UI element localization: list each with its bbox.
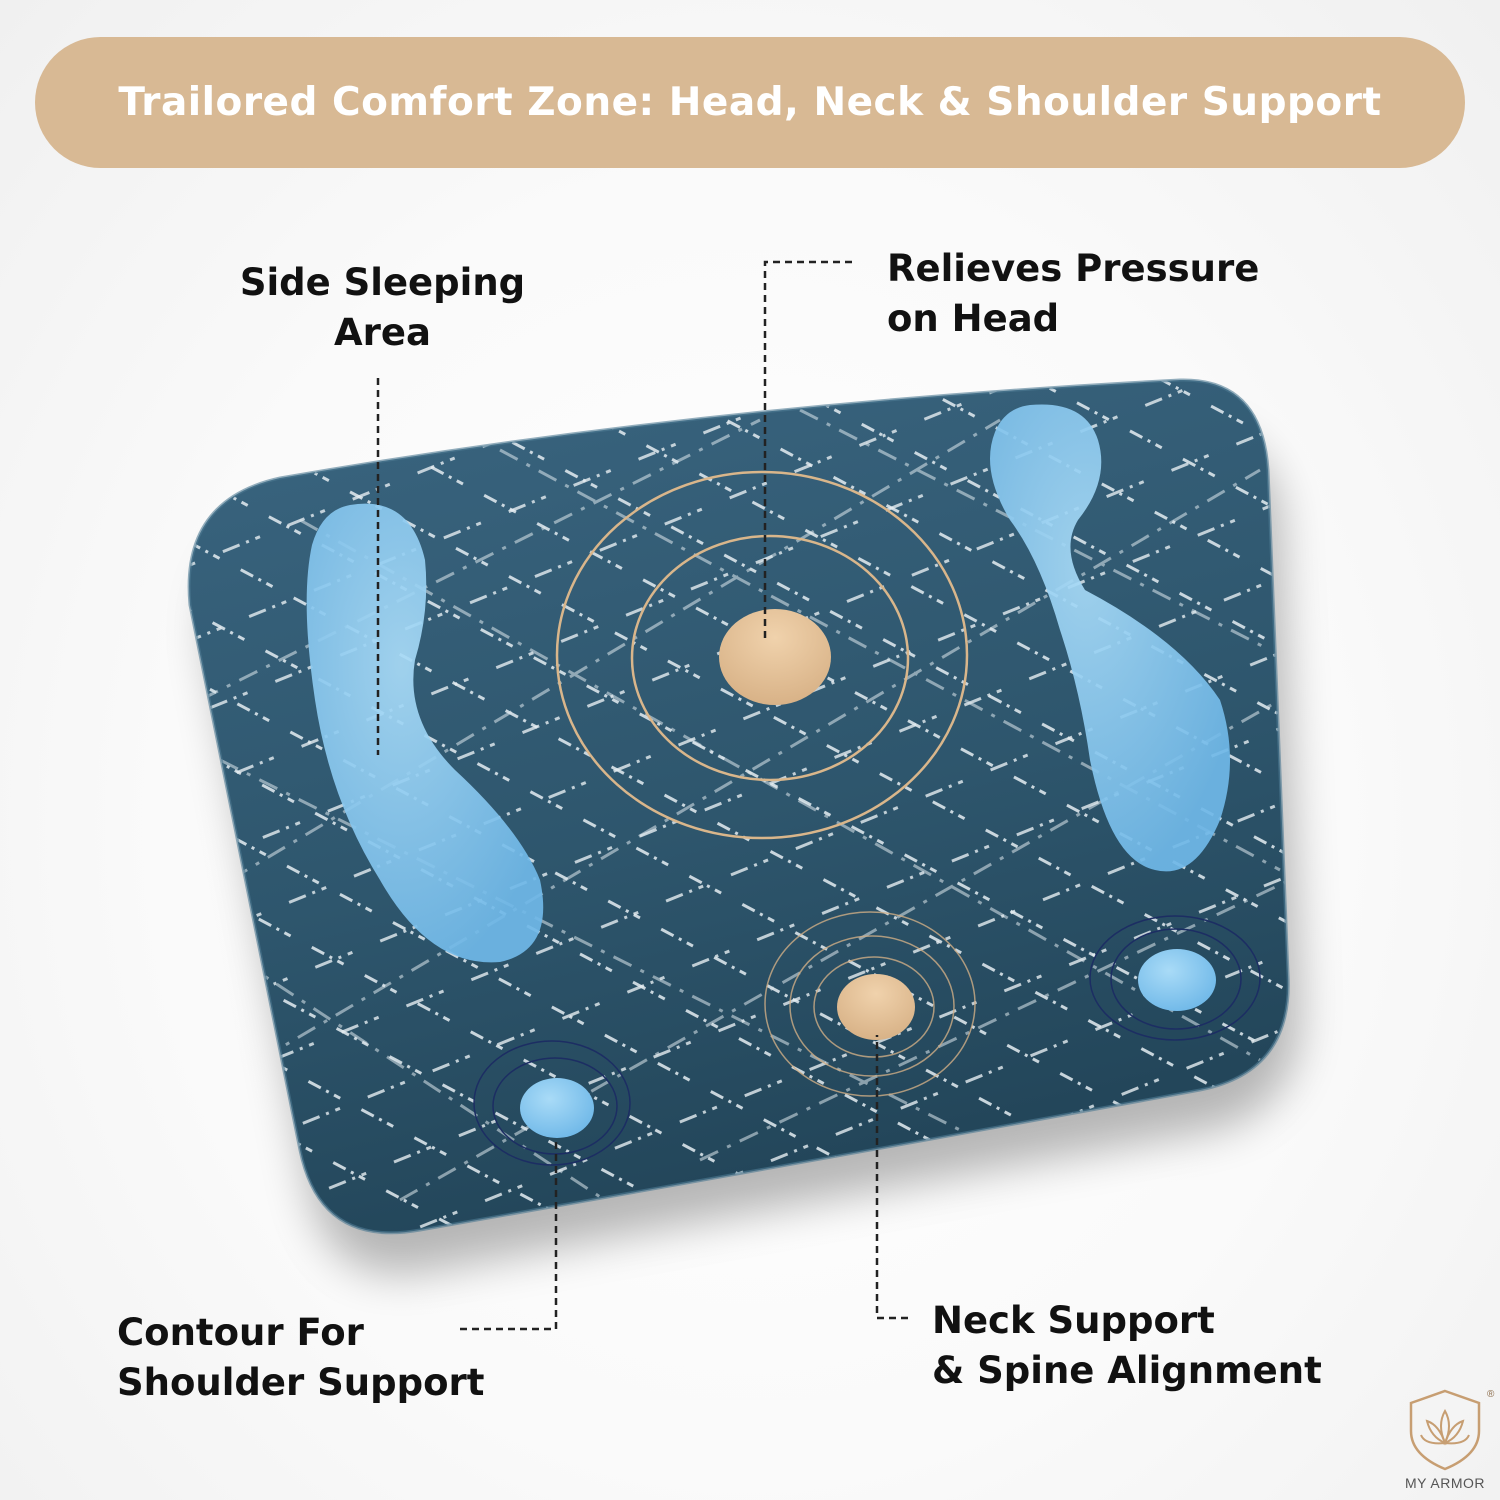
callout-head-pressure-line2: on Head [887, 297, 1060, 340]
shoulder-zone-left [473, 1040, 631, 1166]
callout-shoulder-contour: Contour For Shoulder Support [117, 1308, 484, 1408]
callout-side-sleeping-line2: Area [334, 311, 431, 354]
callout-shoulder-line2: Shoulder Support [117, 1361, 485, 1404]
side-sleeping-zone-left [306, 503, 544, 963]
banner-title: Trailored Comfort Zone: Head, Neck & Sho… [118, 80, 1382, 125]
leader-neck [875, 1035, 908, 1320]
leader-lines [376, 260, 908, 1331]
head-zone [555, 470, 969, 840]
neck-zone [764, 911, 976, 1097]
leader-head-pressure [763, 260, 852, 640]
shield-lotus-icon: ® [1409, 1389, 1495, 1471]
callout-neck-line2: & Spine Alignment [932, 1349, 1322, 1392]
brand-name: MY ARMOR [1405, 1475, 1485, 1491]
callout-shoulder-line1: Contour For [117, 1311, 364, 1354]
title-banner: Trailored Comfort Zone: Head, Neck & Sho… [35, 37, 1465, 168]
callout-head-pressure-line1: Relieves Pressure [887, 247, 1260, 290]
callout-neck-support: Neck Support & Spine Alignment [932, 1296, 1322, 1396]
callout-neck-line1: Neck Support [932, 1299, 1215, 1342]
callout-head-pressure: Relieves Pressure on Head [887, 244, 1259, 344]
side-sleeping-zone-right [990, 404, 1230, 872]
leader-shoulder [460, 1140, 558, 1331]
callout-side-sleeping: Side Sleeping Area [200, 258, 565, 358]
brand-logo: ® MY ARMOR [1395, 1385, 1495, 1495]
shoulder-zone-right [1089, 915, 1261, 1041]
callout-side-sleeping-line1: Side Sleeping [239, 261, 526, 304]
registered-mark: ® [1487, 1389, 1495, 1400]
